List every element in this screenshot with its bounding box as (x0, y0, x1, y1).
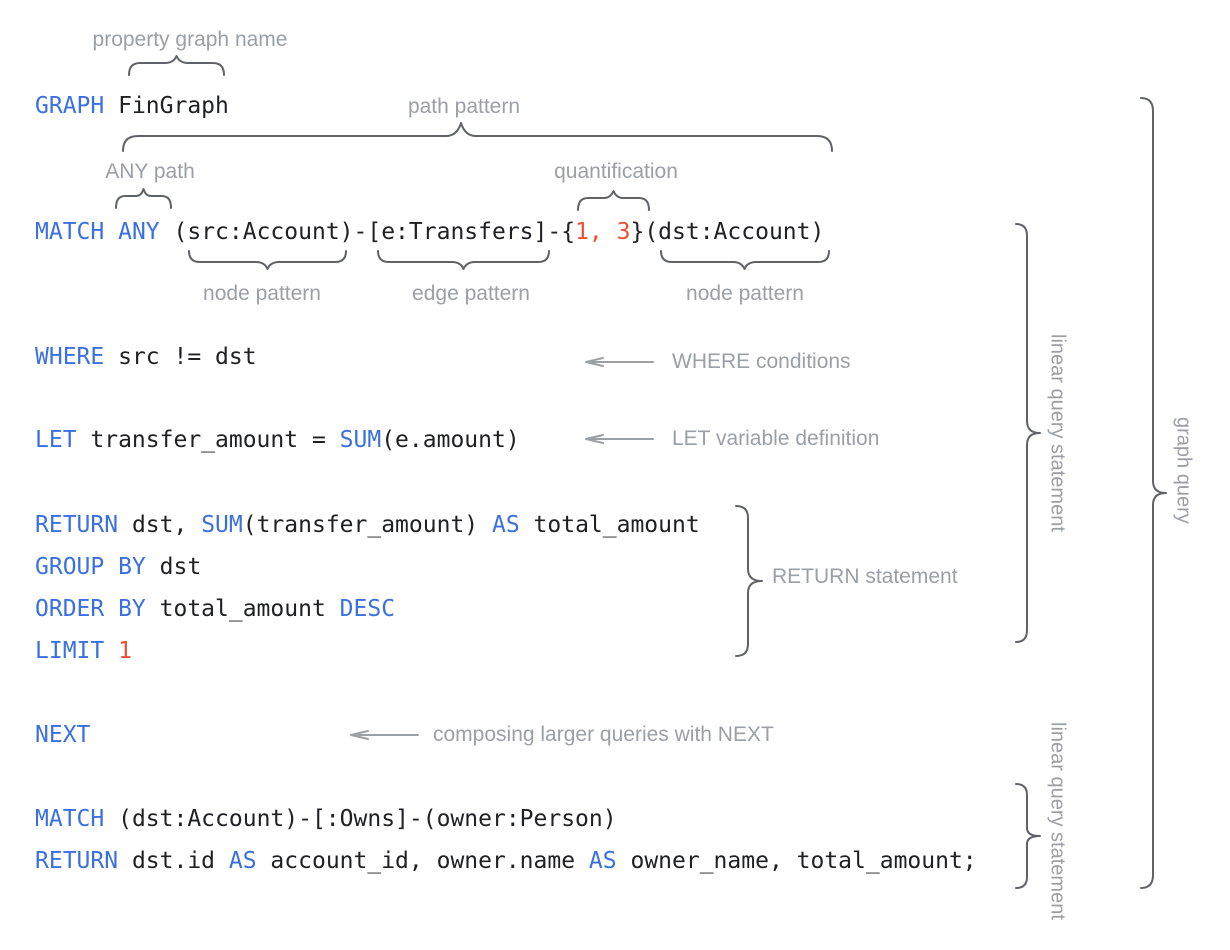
code-line-group-by: GROUP BY dst (35, 554, 202, 580)
arrow-let-variable-definition (585, 434, 654, 444)
label-any-path: ANY path (105, 160, 195, 183)
code-line-match: MATCH ANY (src:Account)-[e:Transfers]-{1… (35, 219, 825, 245)
code-line-order-by: ORDER BY total_amount DESC (35, 596, 396, 622)
label-edge-pattern: edge pattern (412, 282, 530, 305)
label-path-pattern: path pattern (407, 95, 521, 118)
code-line-let: LET transfer_amount = SUM(e.amount) (35, 427, 520, 453)
brace-graph-query (1140, 97, 1167, 889)
label-node-pattern-dst: node pattern (686, 282, 804, 305)
code-line-return: RETURN dst, SUM(transfer_amount) AS tota… (35, 512, 700, 538)
underbrace-edge-pattern (377, 250, 550, 270)
overbrace-any-path (115, 188, 172, 209)
arrow-composing-next (350, 730, 419, 740)
underbrace-node-pattern-src (188, 250, 347, 270)
label-return-statement: RETURN statement (772, 565, 958, 588)
code-line-match-2: MATCH (dst:Account)-[:Owns]-(owner:Perso… (35, 806, 617, 832)
code-line-return-2: RETURN dst.id AS account_id, owner.name … (35, 848, 977, 874)
arrow-where-conditions (585, 357, 654, 367)
label-quantification: quantification (554, 160, 678, 183)
brace-linear-query-statement-2 (1015, 783, 1041, 889)
label-property-graph-name: property graph name (92, 28, 288, 51)
label-let-variable-definition: LET variable definition (672, 427, 880, 450)
overbrace-quantification (577, 190, 650, 211)
code-line-graph: GRAPH FinGraph (35, 93, 229, 119)
label-graph-query: graph query (1172, 416, 1195, 524)
label-composing-next: composing larger queries with NEXT (433, 723, 774, 746)
code-line-limit: LIMIT 1 (35, 638, 132, 664)
code-line-next: NEXT (35, 722, 91, 748)
label-linear-query-statement-1: linear query statement (1046, 334, 1069, 532)
brace-return-statement (735, 505, 763, 657)
code-line-where: WHERE src != dst (35, 344, 257, 370)
label-linear-query-statement-2: linear query statement (1046, 722, 1069, 920)
overbrace-path-pattern (122, 122, 833, 152)
brace-linear-query-statement-1 (1015, 223, 1041, 643)
underbrace-node-pattern-dst (660, 250, 830, 270)
overbrace-property-graph-name (128, 55, 225, 76)
label-node-pattern-src: node pattern (203, 282, 321, 305)
label-where-conditions: WHERE conditions (672, 350, 851, 373)
